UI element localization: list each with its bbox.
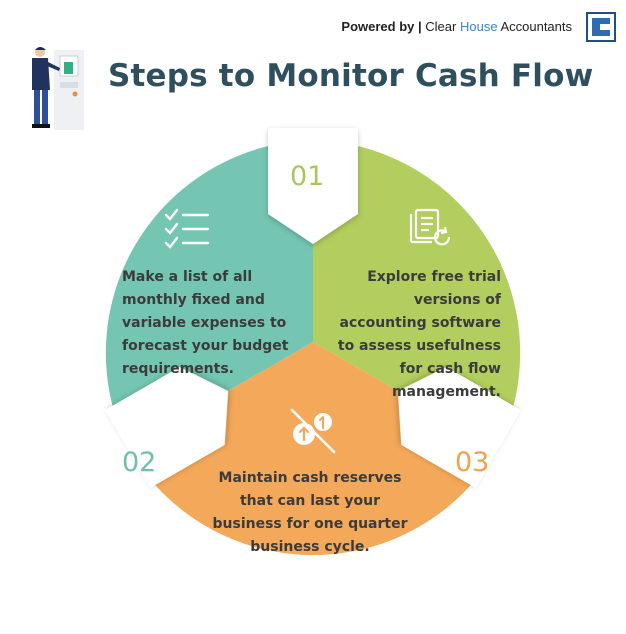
step-number-01: 01 — [290, 161, 325, 192]
checklist-icon — [164, 208, 210, 249]
step-number-02: 02 — [122, 447, 157, 478]
brand-accountants: Accountants — [500, 19, 572, 34]
person-at-atm-illustration — [32, 47, 84, 130]
powered-by-text: Powered by | Clear House Accountants — [341, 19, 572, 34]
number-tab-02 — [105, 367, 229, 488]
no-coins-icon — [290, 408, 336, 454]
segment-step-01 — [105, 140, 313, 449]
powered-by-label: Powered by | — [341, 19, 422, 34]
number-tab-03 — [397, 367, 521, 488]
brand-house: House — [459, 19, 498, 34]
page-title: Steps to Monitor Cash Flow — [108, 58, 594, 94]
segment-step-02 — [313, 140, 521, 449]
clear-house-logo-icon — [586, 12, 616, 42]
step-text-02: Explore free trial versions of accountin… — [337, 269, 501, 400]
brand-clear: Clear — [425, 19, 457, 34]
step-text-03: Maintain cash reserves that can last you… — [212, 470, 408, 555]
number-tab-01 — [268, 128, 358, 244]
step-text-01: Make a list of all monthly fixed and var… — [122, 269, 289, 377]
document-refresh-icon — [409, 208, 451, 246]
step-number-03: 03 — [455, 447, 490, 478]
